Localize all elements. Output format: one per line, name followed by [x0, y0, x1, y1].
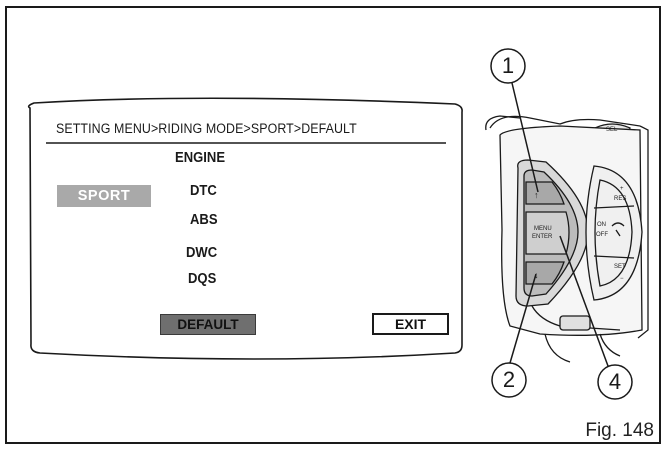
menu-item-dwc[interactable]: DWC: [186, 245, 218, 261]
callout-circle-2: [491, 362, 527, 398]
menu-label: MENU: [534, 226, 552, 232]
selected-mode-badge: SPORT: [57, 185, 151, 207]
default-button[interactable]: DEFAULT: [160, 314, 256, 335]
res-label: RES: [614, 196, 626, 202]
menu-item-dqs[interactable]: DQS: [188, 271, 217, 287]
menu-item-dtc[interactable]: DTC: [190, 183, 217, 199]
lower-cable: [544, 333, 571, 363]
menu-item-abs[interactable]: ABS: [190, 212, 218, 228]
housing-right: [637, 125, 649, 339]
up-zone: [525, 181, 565, 205]
exit-button[interactable]: EXIT: [372, 313, 449, 335]
callout-number-2: 2: [502, 367, 516, 392]
callouts: [490, 48, 633, 400]
on-label: ON: [597, 222, 606, 228]
up-arrow-glyph: ↑: [534, 190, 539, 200]
callout-circle-1: [490, 48, 526, 84]
breadcrumb: SETTING MENU>RIDING MODE>SPORT>DEFAULT: [56, 121, 357, 136]
callout-circle-4: [597, 364, 633, 400]
menu-item-engine[interactable]: ENGINE: [175, 150, 226, 166]
cruise-icon: [611, 222, 625, 237]
handlebar-lever: [485, 115, 521, 131]
center-zone: [525, 211, 570, 255]
leader-line-4: [559, 235, 609, 367]
callout-number-1: 1: [501, 53, 515, 78]
plus-label: +: [620, 186, 624, 192]
callout-number-4: 4: [608, 369, 622, 394]
right-pod-divider-top: [593, 205, 635, 209]
enter-label: ENTER: [532, 234, 553, 240]
sel-label: SEL: [606, 127, 618, 133]
down-zone: [525, 261, 565, 285]
off-label: OFF: [596, 232, 608, 238]
right-pod-divider-bottom: [593, 255, 635, 259]
set-label: SET: [614, 264, 626, 270]
minus-label: −: [620, 276, 624, 282]
right-pod-inner: [594, 179, 633, 287]
handlebar-top: [489, 115, 641, 129]
lower-switch: [559, 315, 591, 331]
leader-line-1: [511, 82, 539, 193]
lower-cable-2: [599, 333, 621, 357]
switch-block: [485, 115, 649, 363]
figure-label: Fig. 148: [585, 420, 654, 441]
leader-line-2: [509, 273, 537, 364]
right-pod-outer: [585, 165, 643, 301]
screen-outline: [27, 97, 463, 360]
